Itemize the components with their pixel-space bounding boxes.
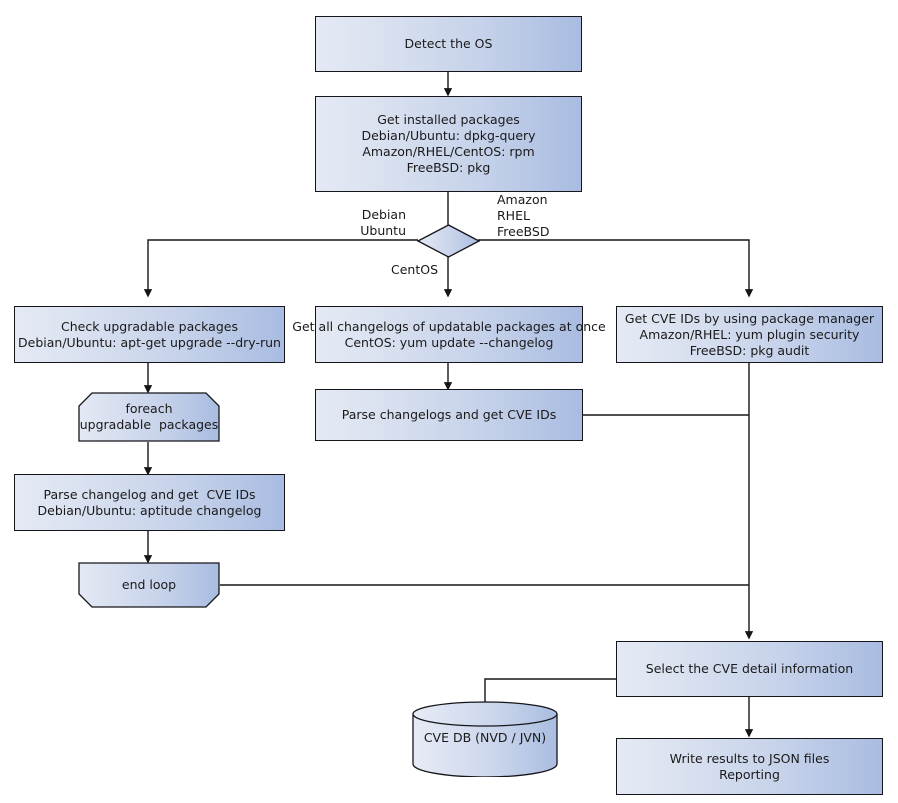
node-detect-os-label: Detect the OS [404,36,493,51]
node-get-cve-ids-package-manager[interactable]: Get CVE IDs by using package manager Ama… [616,306,883,363]
node-cve-db-label: CVE DB (NVD / JVN) [423,730,547,745]
node-os-decision[interactable] [416,224,481,258]
node-select-cve-detail[interactable]: Select the CVE detail information [616,641,883,697]
node-parse-changelogs-bulk-label: Parse changelogs and get CVE IDs [341,407,557,422]
node-detect-os[interactable]: Detect the OS [315,16,582,72]
loop-start-shape-icon [78,392,220,442]
node-foreach-loop-label: foreach upgradable packages [79,401,219,432]
edge-label-amazon-rhel-freebsd: Amazon RHEL FreeBSD [497,192,550,239]
edge-label-debian-ubuntu: Debian Ubuntu [360,207,406,238]
node-select-cve-detail-label: Select the CVE detail information [645,661,854,676]
edge-decision-right [478,239,754,298]
loop-end-shape-icon [78,562,220,608]
node-parse-changelogs-bulk[interactable]: Parse changelogs and get CVE IDs [315,389,583,441]
node-write-results-label: Write results to JSON files Reporting [669,750,830,782]
node-cve-db[interactable]: CVE DB (NVD / JVN) [412,701,558,778]
node-get-all-changelogs[interactable]: Get all changelogs of updatable packages… [292,306,606,363]
node-check-upgradable-packages[interactable]: Check upgradable packages Debian/Ubuntu:… [14,306,285,363]
node-foreach-loop[interactable]: foreach upgradable packages [78,392,220,442]
node-end-loop[interactable]: end loop [78,562,220,608]
node-write-results[interactable]: Write results to JSON files Reporting [616,738,883,795]
node-get-all-changelogs-label: Get all changelogs of updatable packages… [292,318,606,350]
node-parse-changelog-single-label: Parse changelog and get CVE IDs Debian/U… [37,486,262,518]
node-end-loop-label: end loop [121,577,177,592]
node-get-installed-packages[interactable]: Get installed packages Debian/Ubuntu: dp… [315,96,582,192]
node-get-installed-packages-label: Get installed packages Debian/Ubuntu: dp… [361,112,536,175]
edge-label-centos: CentOS [390,262,438,277]
node-get-cve-ids-package-manager-label: Get CVE IDs by using package manager Ama… [624,310,875,358]
decision-diamond-icon [416,224,481,258]
node-check-upgradable-packages-label: Check upgradable packages Debian/Ubuntu:… [18,318,281,350]
node-parse-changelog-single[interactable]: Parse changelog and get CVE IDs Debian/U… [14,474,285,531]
